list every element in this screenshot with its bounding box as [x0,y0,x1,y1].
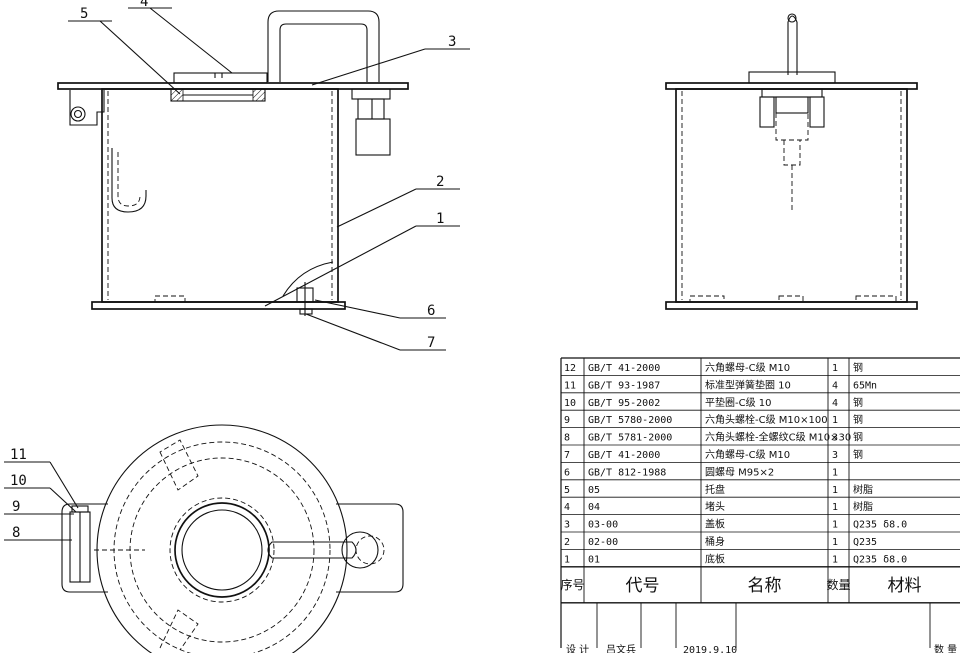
header-no: 序号 [560,577,584,592]
parts-row-qty: 3 [832,433,838,444]
balloon-7: 7 [427,335,435,351]
parts-row-code: GB/T 812-1988 [588,467,666,478]
parts-row-material: 钢 [853,396,863,409]
parts-row-name: 圆螺母 M95×2 [705,466,774,478]
parts-row-material: 钢 [853,448,863,461]
parts-row-material: 树脂 [853,500,873,513]
parts-row-material: 钢 [853,431,863,444]
balloon-5: 5 [80,6,88,22]
parts-row-no: 3 [564,520,570,531]
parts-row-code: GB/T 41-2000 [588,363,660,374]
parts-row-code: GB/T 95-2002 [588,398,660,409]
parts-row-qty: 1 [832,537,838,548]
parts-row-qty: 1 [832,485,838,496]
parts-row-material: Q235 [853,537,877,548]
parts-row-material: Q235 δ8.0 [853,520,907,531]
balloon-11: 11 [10,447,27,463]
title-designer: 吕文兵 [606,643,636,653]
parts-row-qty: 4 [832,398,838,409]
parts-row-name: 六角螺母-C级 M10 [705,449,790,461]
header-name: 名称 [748,576,782,596]
parts-row-code: 05 [588,485,600,496]
parts-row-code: 03-00 [588,520,618,531]
parts-row-no: 6 [564,467,570,478]
parts-row-qty: 3 [832,450,838,461]
callouts: 4 5 3 2 1 6 7 11 10 9 [4,0,470,541]
parts-row-code: GB/T 5780-2000 [588,415,672,426]
parts-row-code: 02-00 [588,537,618,548]
parts-row-material: Q235 δ8.0 [853,554,907,565]
balloon-8: 8 [12,525,20,541]
balloon-4: 4 [140,0,148,10]
parts-row-no: 5 [564,485,570,496]
parts-row-name: 底板 [705,552,725,565]
parts-row-name: 六角头螺栓-C级 M10×100 [705,413,828,426]
parts-row-qty: 1 [832,467,838,478]
title-design-label: 设 计 [566,643,589,653]
front-view [57,10,409,316]
parts-row-name: 平垫圈-C级 10 [705,396,772,409]
parts-row-material: 树脂 [853,483,873,496]
parts-row-code: GB/T 93-1987 [588,380,660,391]
parts-row-no: 10 [564,398,576,409]
top-view [61,424,404,653]
parts-row-qty: 4 [832,380,838,391]
balloon-10: 10 [10,473,27,489]
parts-row-name: 标准型弹簧垫圈 10 [705,378,791,391]
header-qty: 数量 [826,577,850,592]
header-material: 材料 [888,576,922,596]
parts-row-material: 65Mn [853,380,877,391]
parts-row-material: 钢 [853,361,863,374]
parts-row-no: 9 [564,415,570,426]
parts-row-no: 2 [564,537,570,548]
parts-row-qty: 1 [832,520,838,531]
parts-row-no: 8 [564,433,570,444]
parts-row-name: 六角螺母-C级 M10 [705,362,790,374]
parts-row-qty: 1 [832,502,838,513]
parts-row-qty: 1 [832,363,838,374]
parts-row-name: 桶身 [705,535,725,548]
title-qty-label: 数 量 [934,643,957,653]
parts-row-no: 12 [564,363,576,374]
parts-row-name: 托盘 [705,483,725,496]
parts-row-material: 钢 [853,413,863,426]
parts-row-code: 04 [588,502,600,513]
balloon-2: 2 [436,174,444,190]
title-date: 2019.9.10 [683,645,737,653]
parts-row-qty: 1 [832,415,838,426]
balloon-6: 6 [427,303,435,319]
parts-row-name: 盖板 [705,518,725,531]
side-view [665,13,918,310]
balloon-9: 9 [12,499,20,515]
parts-row-no: 11 [564,380,576,391]
parts-row-qty: 1 [832,554,838,565]
parts-row-no: 7 [564,450,570,461]
balloon-1: 1 [436,211,444,227]
parts-row-code: 01 [588,554,600,565]
parts-row-name: 六角头螺栓-全螺纹C级 M10×30 [705,431,851,444]
parts-row-no: 1 [564,554,570,565]
header-code: 代号 [626,576,660,596]
parts-row-no: 4 [564,502,570,513]
parts-row-code: GB/T 5781-2000 [588,433,672,444]
balloon-3: 3 [448,34,456,50]
parts-row-code: GB/T 41-2000 [588,450,660,461]
parts-row-name: 堵头 [705,500,725,513]
